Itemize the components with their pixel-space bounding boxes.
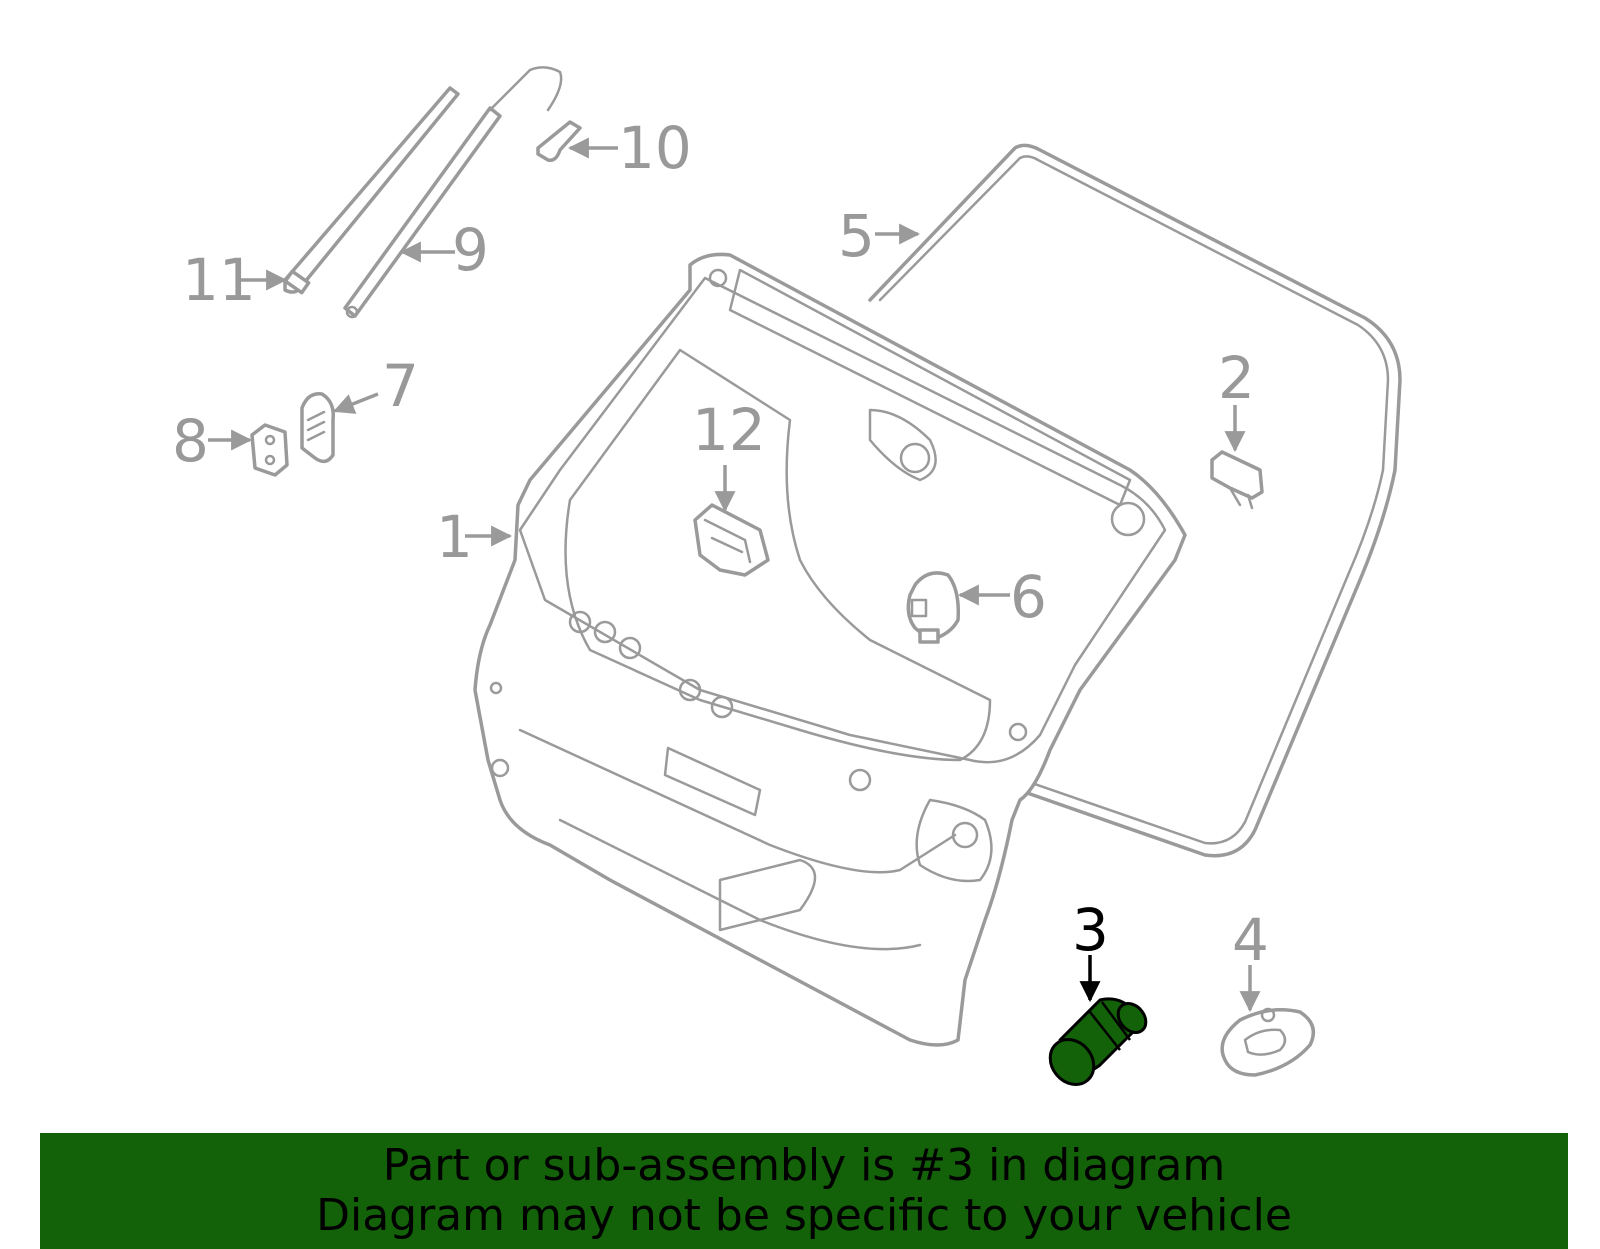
info-banner: Part or sub-assembly is #3 in diagram Di…: [40, 1133, 1568, 1249]
callout-7: 7: [382, 352, 419, 420]
callout-12: 12: [692, 396, 766, 464]
part-10-clip: [536, 120, 582, 163]
callout-3: 3: [1072, 896, 1109, 964]
part-2-bracket: [1210, 450, 1264, 510]
banner-line-2: Diagram may not be specific to your vehi…: [316, 1190, 1292, 1241]
part-7-hinge: [300, 392, 336, 464]
callout-1: 1: [436, 503, 473, 571]
part-3-bumper-highlighted: [1048, 997, 1148, 1086]
part-1-liftgate: [473, 252, 1187, 1047]
part-9-strut: [343, 66, 563, 319]
callout-6: 6: [1010, 563, 1047, 631]
part-6-sensor: [906, 571, 961, 644]
banner-line-1: Part or sub-assembly is #3 in diagram: [382, 1140, 1226, 1191]
callout-2: 2: [1218, 344, 1255, 412]
callout-4: 4: [1232, 906, 1269, 974]
callout-10: 10: [618, 114, 692, 182]
callout-9: 9: [452, 216, 489, 284]
callout-11: 11: [182, 246, 256, 314]
callout-8: 8: [172, 407, 209, 475]
callout-5: 5: [838, 202, 875, 270]
part-8-plate: [250, 423, 289, 477]
leader-arrows: [208, 137, 1261, 1013]
part-4-grommet: [1220, 1007, 1316, 1077]
